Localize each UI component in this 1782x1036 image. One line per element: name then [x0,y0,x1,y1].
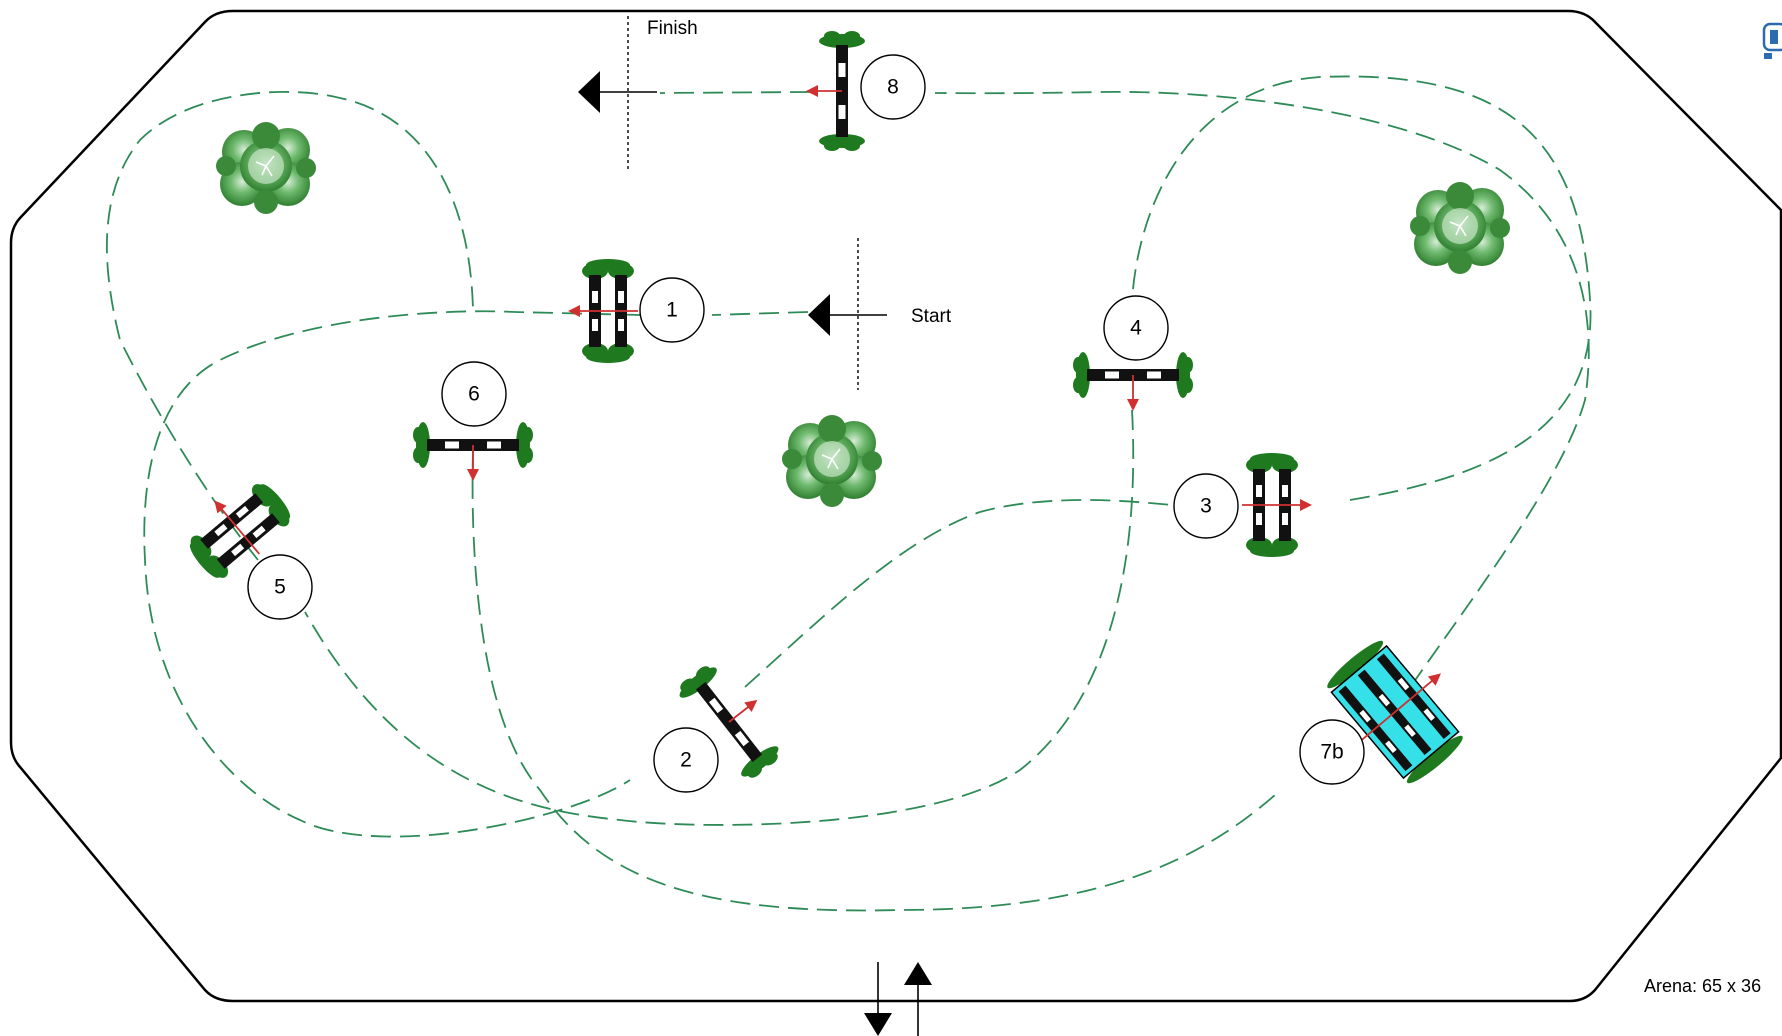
gate-arrows [864,962,932,1036]
up-arrow [904,962,932,1036]
obstacle-5: 5 [173,466,313,620]
obstacle-number: 2 [680,749,692,772]
obstacle-number: 7b [1320,741,1343,764]
obstacle-number: 8 [887,76,899,99]
obstacle-6: 6 [412,361,534,482]
start-line: Start [808,238,952,390]
route-path [105,75,1592,912]
finish-line: Finish [578,16,698,170]
tree-icon [1409,181,1511,275]
obstacle-number: 4 [1130,317,1142,340]
obstacle-number: 3 [1200,495,1212,518]
finish-label: Finish [647,18,698,39]
obstacle-8: 8 [805,30,926,152]
tree-icon [781,414,883,508]
obstacle-1: 1 [567,258,705,364]
start-label: Start [911,306,952,327]
arena-size-label: Arena: 65 x 36 [1644,976,1761,996]
logo-icon [1762,22,1782,59]
obstacle-4: 4 [1072,295,1194,412]
obstacle-3: 3 [1173,452,1313,558]
obstacle-number: 1 [666,299,678,322]
obstacle-number: 6 [468,383,480,406]
tree-icon [215,121,317,215]
down-arrow [864,962,892,1036]
obstacle-7b: 7b [1299,640,1463,785]
obstacle-number: 5 [274,576,286,599]
obstacle-2: 2 [653,651,796,793]
